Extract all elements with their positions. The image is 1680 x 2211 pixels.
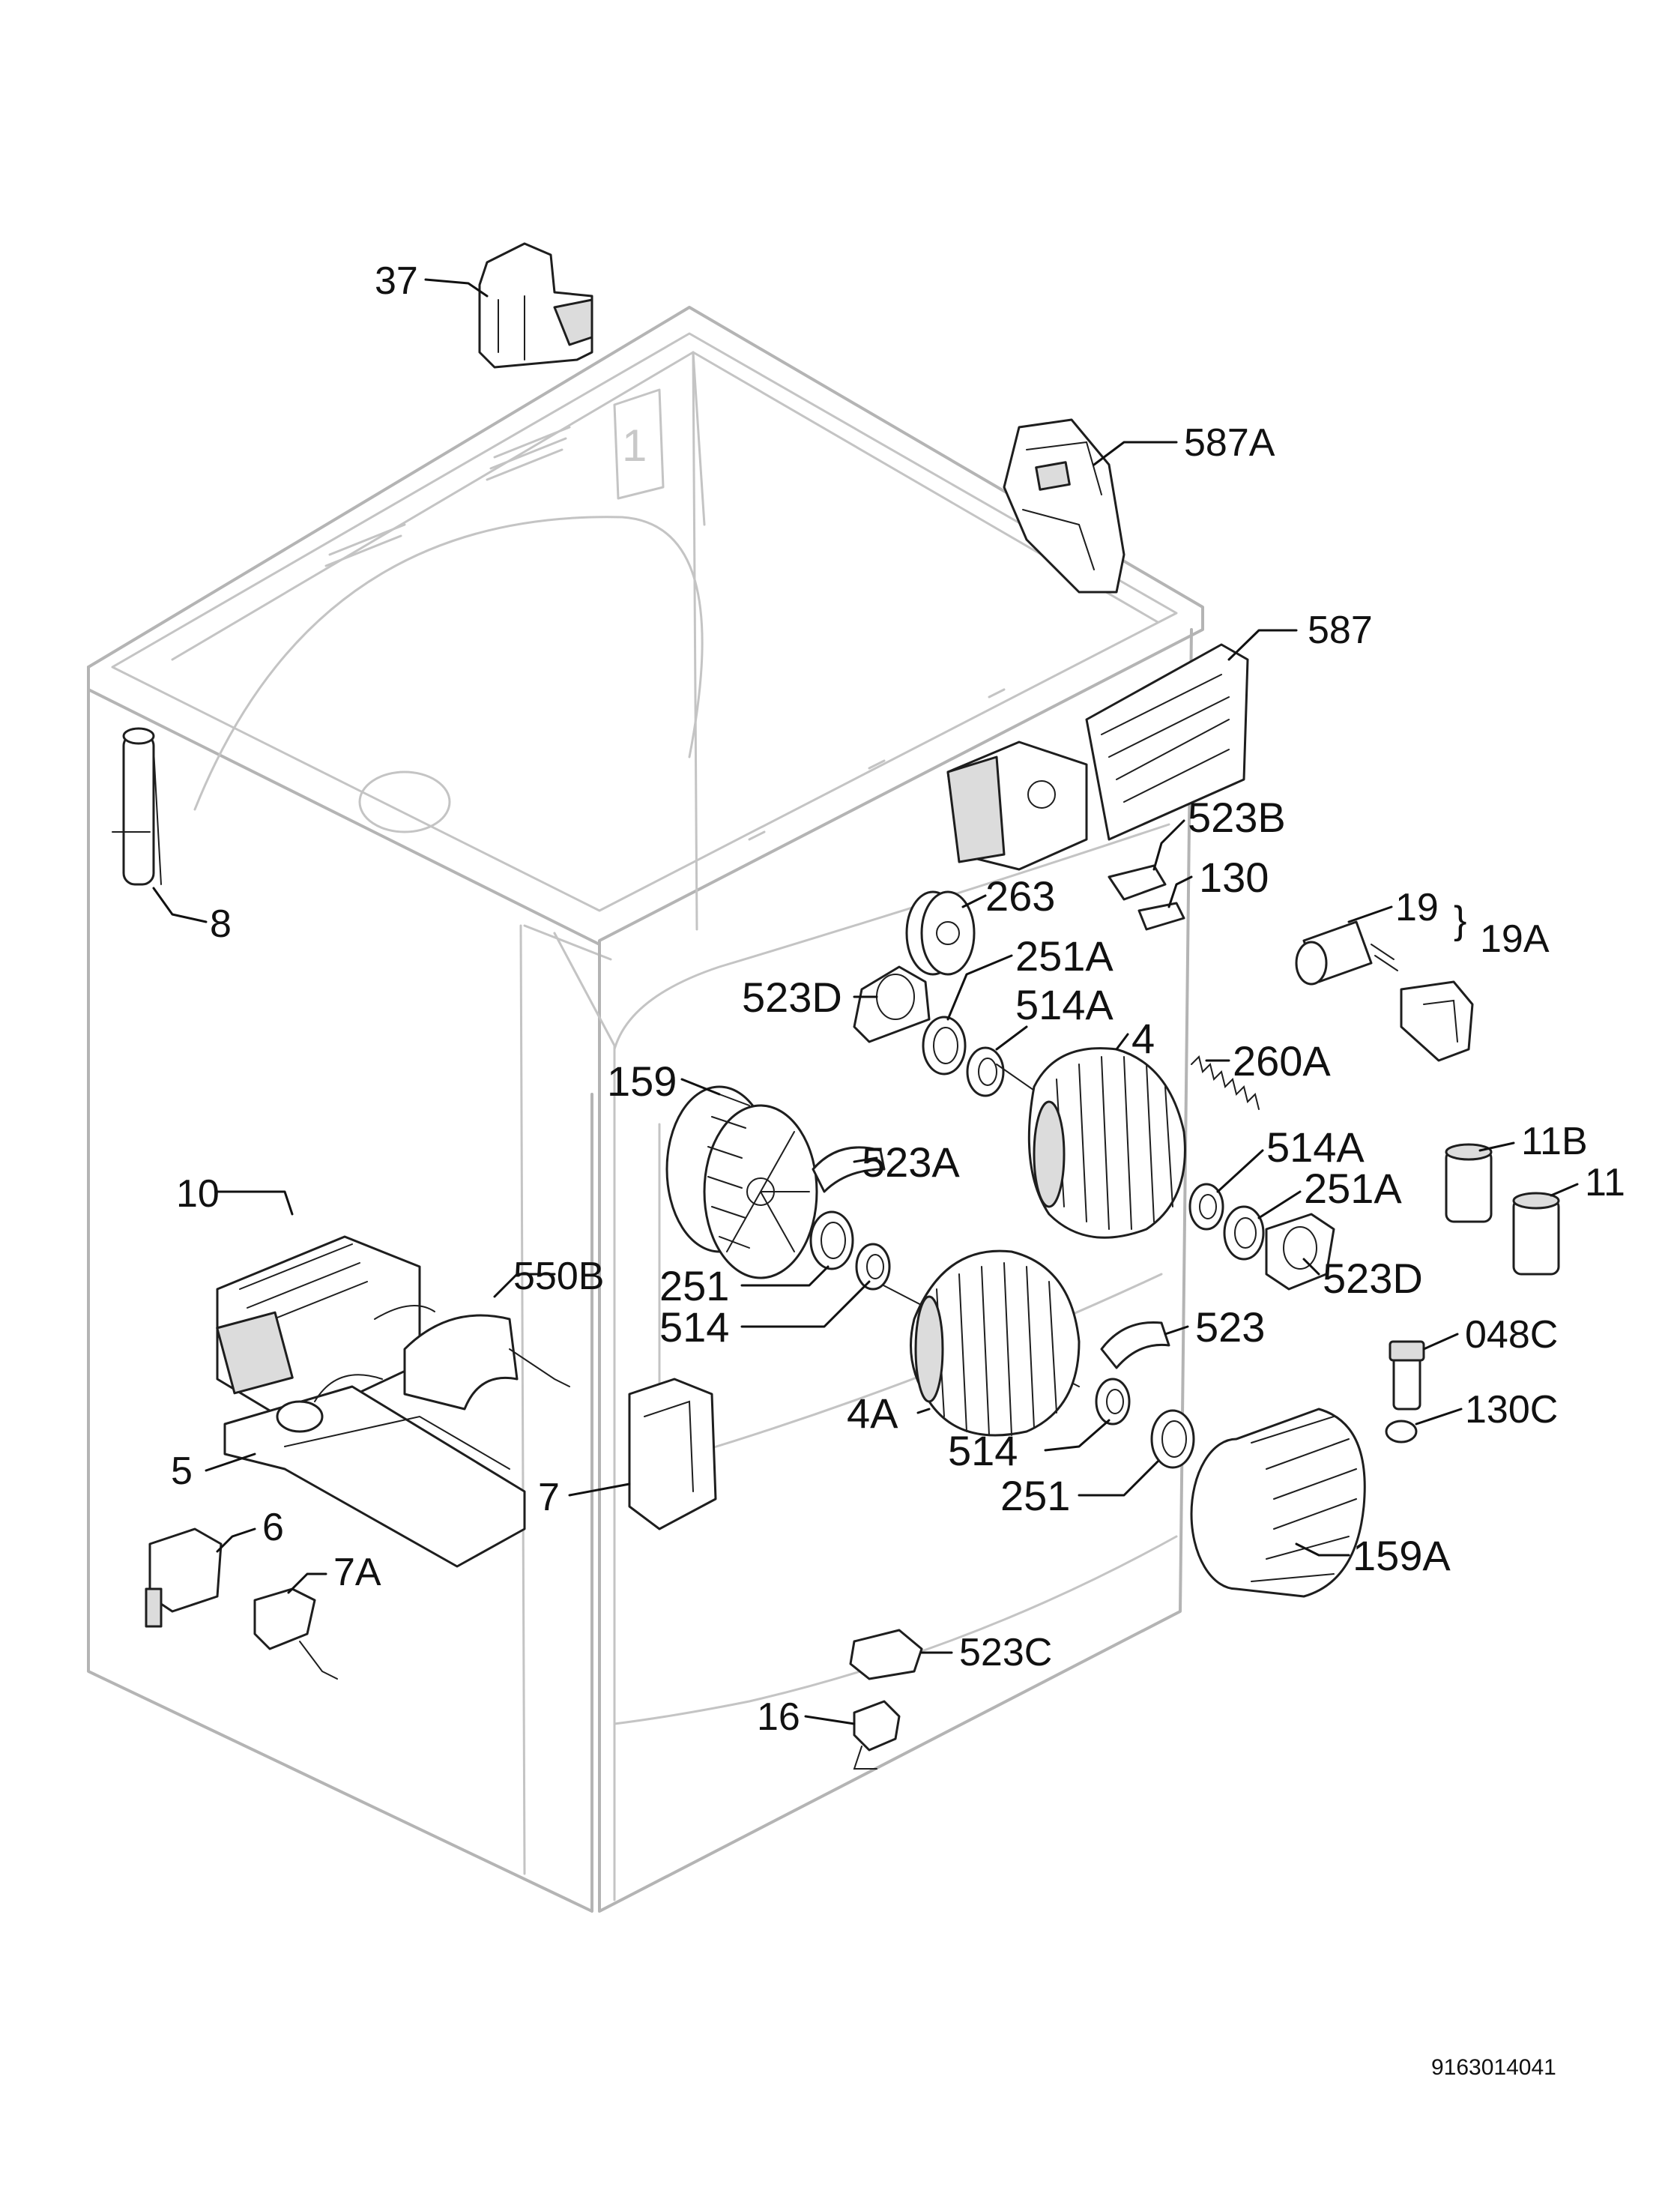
label-251A-top: 251A: [1015, 932, 1114, 980]
label-6: 6: [262, 1506, 284, 1549]
cabinet-outline: 1: [87, 306, 1204, 1913]
svg-text:1: 1: [622, 420, 647, 471]
label-048C: 048C: [1465, 1313, 1558, 1357]
part-8-sensor: [112, 727, 162, 886]
part-514A-ring: [966, 1046, 1005, 1097]
label-514-bottom: 514: [948, 1427, 1018, 1474]
part-159A-fan: [1190, 1408, 1366, 1598]
label-587A: 587A: [1184, 421, 1275, 465]
label-587: 587: [1308, 609, 1373, 652]
label-523B: 523B: [1188, 794, 1286, 841]
part-523A-bracket: [812, 1146, 886, 1193]
part-263-pulley: [905, 890, 976, 976]
part-251A-ring-right: [1223, 1205, 1265, 1261]
part-130-clip: [1137, 902, 1185, 931]
label-260A: 260A: [1233, 1037, 1331, 1085]
part-19A-holder: [1400, 980, 1474, 1062]
part-550B-shield: [403, 1314, 570, 1411]
part-5-pump-tray: [223, 1374, 526, 1568]
label-263: 263: [985, 872, 1055, 920]
label-251A-right: 251A: [1304, 1165, 1402, 1212]
label-16: 16: [757, 1695, 800, 1739]
label-523C: 523C: [959, 1631, 1052, 1674]
part-16-sensor: [853, 1700, 901, 1770]
part-048C-connector: [1389, 1340, 1425, 1411]
label-251-left: 251: [659, 1262, 729, 1309]
label-550B: 550B: [513, 1255, 604, 1298]
label-523D-right: 523D: [1323, 1255, 1423, 1302]
part-251-ring-bottom: [1150, 1409, 1195, 1469]
label-4: 4: [1131, 1015, 1155, 1062]
label-514-left: 514: [659, 1303, 729, 1351]
part-11-capacitor: [1512, 1192, 1560, 1276]
part-523D-bearing-holder-right: [1265, 1213, 1335, 1291]
label-8: 8: [210, 902, 232, 946]
part-587A-control-bracket: [1003, 418, 1125, 594]
label-37: 37: [375, 259, 418, 303]
part-4A-motor: [861, 1249, 1081, 1437]
label-19A: 19A: [1480, 917, 1550, 961]
part-6-valve: [145, 1527, 223, 1628]
leader-lines: [152, 278, 1579, 1725]
document-number: 9163014041: [1431, 2055, 1556, 2080]
part-4-motor: [996, 1047, 1186, 1239]
part-7A-microswitch: [253, 1587, 338, 1680]
part-159-fan: [665, 1085, 818, 1279]
part-523B-clip: [1108, 864, 1167, 901]
part-37-door-lock: [478, 242, 593, 369]
part-260A-spring: [1191, 1055, 1260, 1110]
part-514-ring-left: [855, 1243, 891, 1291]
label-7A: 7A: [333, 1551, 381, 1594]
label-514A-right: 514A: [1266, 1123, 1365, 1171]
part-130C-cap: [1385, 1420, 1418, 1444]
label-7: 7: [538, 1476, 560, 1519]
label-523: 523: [1195, 1303, 1265, 1351]
part-514-ring-bottom: [1095, 1378, 1131, 1426]
label-4A: 4A: [847, 1390, 898, 1437]
label-523A: 523A: [862, 1138, 960, 1186]
label-19A-bracket: }: [1454, 899, 1466, 942]
label-130C: 130C: [1465, 1388, 1558, 1432]
part-19-component: [1295, 920, 1398, 986]
part-523-bracket: [1100, 1321, 1170, 1369]
label-523D-left: 523D: [742, 974, 842, 1021]
part-514A-ring-right: [1188, 1183, 1224, 1231]
label-19: 19: [1395, 886, 1439, 929]
label-159A: 159A: [1353, 1532, 1451, 1579]
part-251A-ring: [922, 1016, 967, 1076]
label-514A-top: 514A: [1015, 981, 1114, 1028]
part-587-control-board: [946, 643, 1249, 871]
part-523D-bearing-holder: [853, 965, 931, 1043]
label-11B: 11B: [1521, 1120, 1588, 1163]
part-251-ring-left: [809, 1210, 854, 1270]
part-523C-bracket: [849, 1629, 923, 1680]
part-7-switch: [628, 1378, 717, 1530]
label-10: 10: [176, 1172, 220, 1216]
label-130: 130: [1199, 854, 1269, 901]
label-251-bottom: 251: [1000, 1472, 1070, 1519]
label-159: 159: [607, 1058, 677, 1105]
part-labels: 37 587A 587 8 523B 130 263 19 } 19A 251A…: [171, 259, 1625, 2080]
label-5: 5: [171, 1450, 193, 1493]
part-11B-capacitor: [1445, 1143, 1493, 1223]
label-11: 11: [1585, 1161, 1625, 1204]
